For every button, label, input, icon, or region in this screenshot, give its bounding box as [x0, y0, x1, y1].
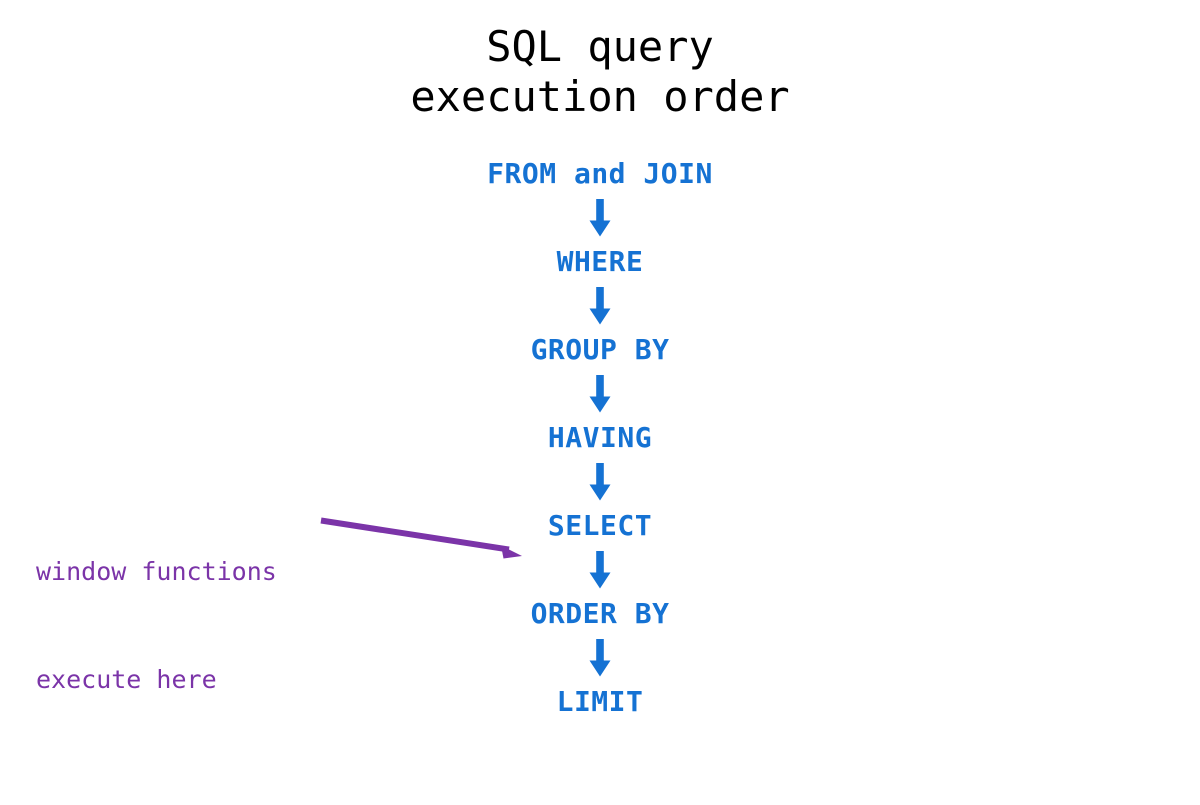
arrow-down-icon [587, 463, 613, 501]
flow-step-limit: LIMIT [556, 685, 644, 718]
arrow-down-icon [587, 551, 613, 589]
arrow-down-icon [587, 375, 613, 413]
arrow-right-icon [310, 505, 535, 570]
window-functions-annotation: window functions execute here [36, 482, 277, 770]
flow-step-where: WHERE [556, 245, 644, 278]
title-line-2: execution order [410, 72, 790, 121]
flow-step-from-and-join: FROM and JOIN [487, 157, 713, 190]
flow-step-order-by: ORDER BY [530, 597, 670, 630]
annotation-line-2: execute here [36, 665, 217, 694]
arrow-down-icon [587, 639, 613, 677]
title-line-1: SQL query [486, 22, 714, 71]
flow-step-having: HAVING [547, 421, 653, 454]
flow-step-select: SELECT [547, 509, 653, 542]
annotation-line-1: window functions [36, 557, 277, 586]
execution-order-flow: FROM and JOIN WHERE GROUP BY HAVING SELE… [0, 158, 1200, 718]
arrow-down-icon [587, 287, 613, 325]
page-title: SQL query execution order [0, 22, 1200, 122]
flow-step-group-by: GROUP BY [530, 333, 670, 366]
arrow-down-icon [587, 199, 613, 237]
